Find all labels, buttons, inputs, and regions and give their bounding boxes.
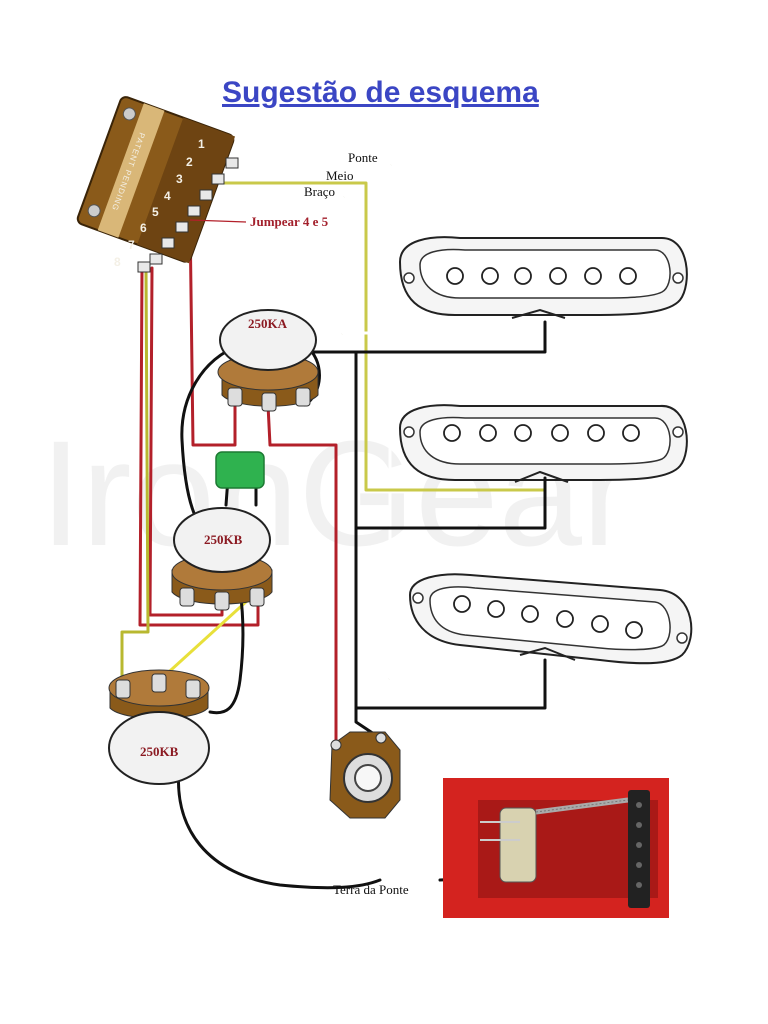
switch-terminal-label: 2 <box>186 155 193 169</box>
switch-terminal-label: 8 <box>114 255 121 269</box>
switch-terminal-label: 7 <box>128 238 135 252</box>
switch-terminal-label: 6 <box>140 221 147 235</box>
page-title: Sugestão de esquema <box>222 76 539 109</box>
pot-tone-2 <box>108 669 210 785</box>
pickup-bridge <box>408 573 693 665</box>
bridge-cavity-image <box>443 778 669 918</box>
label-jumpear: Jumpear 4 e 5 <box>250 214 329 229</box>
pickup-middle <box>398 404 688 483</box>
pickup-neck <box>398 236 688 319</box>
pot-tone-2-label: 250KB <box>140 744 179 759</box>
pot-tone-1-label: 250KB <box>204 532 243 547</box>
switch-terminal-label: 4 <box>164 189 171 203</box>
label-meio: Meio <box>326 168 353 183</box>
pot-volume-label: 250KA <box>248 316 288 331</box>
label-terra-ponte: Terra da Ponte <box>333 882 409 897</box>
capacitor <box>215 451 265 489</box>
pot-tone-1 <box>171 507 273 611</box>
pot-volume <box>217 309 319 412</box>
label-braco: Braço <box>304 184 335 199</box>
output-jack <box>329 731 401 819</box>
switch-terminal-label: 5 <box>152 205 159 219</box>
label-ponte: Ponte <box>348 150 378 165</box>
switch-terminal-label: 3 <box>176 172 183 186</box>
pickup-selector-switch: PATENT PENDING 1 2 3 4 5 6 7 8 <box>76 96 239 273</box>
switch-terminal-label: 1 <box>198 137 205 151</box>
